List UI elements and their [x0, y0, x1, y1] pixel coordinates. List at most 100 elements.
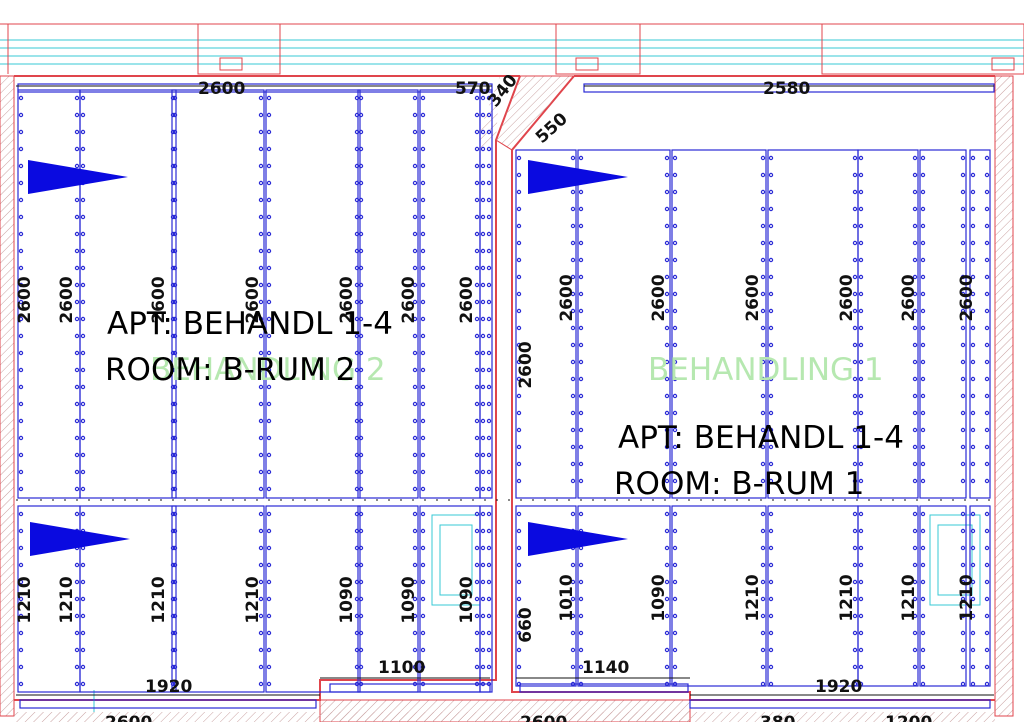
pipe-marker — [578, 444, 584, 450]
pipe-marker — [858, 342, 864, 348]
pipe-marker — [18, 146, 24, 152]
pipe-marker — [480, 545, 486, 551]
pipe-marker — [80, 146, 86, 152]
pipe-marker — [18, 231, 24, 237]
pipe-marker — [420, 350, 426, 356]
pipe-marker — [960, 410, 966, 416]
pipe-marker — [74, 146, 80, 152]
pipe-marker — [960, 206, 966, 212]
pipe-marker — [354, 112, 360, 118]
pipe-marker — [480, 528, 486, 534]
flow-arrow-icon — [30, 522, 130, 556]
pipe-marker — [920, 681, 926, 687]
pipe-marker — [984, 325, 990, 331]
pipe-marker — [80, 231, 86, 237]
pipe-marker — [266, 435, 272, 441]
pipe-marker — [970, 308, 976, 314]
pipe-marker — [858, 376, 864, 382]
pipe-marker — [266, 231, 272, 237]
pipe-marker — [852, 257, 858, 263]
pipe-marker — [486, 596, 492, 602]
pipe-marker — [358, 333, 364, 339]
pipe-loop — [577, 149, 671, 499]
pipe-marker — [420, 197, 426, 203]
pipe-marker — [412, 469, 418, 475]
room-2-apt-label: APT: BEHANDL 1-4 — [107, 306, 393, 342]
pipe-marker — [412, 630, 418, 636]
pipe-marker — [474, 163, 480, 169]
vertical-dim-upper-left: 2600 — [15, 276, 35, 323]
pipe-marker — [74, 469, 80, 475]
pipe-marker — [912, 189, 918, 195]
pipe-marker — [760, 257, 766, 263]
pipe-marker — [412, 664, 418, 670]
pipe-marker — [258, 647, 264, 653]
vertical-dim-lower-left: 1090 — [457, 576, 477, 623]
pipe-marker — [970, 325, 976, 331]
pipe-marker — [578, 427, 584, 433]
pipe-marker — [258, 384, 264, 390]
pipe-marker — [486, 545, 492, 551]
pipe-marker — [74, 562, 80, 568]
pipe-marker — [912, 528, 918, 534]
pipe-marker — [480, 664, 486, 670]
pipe-marker — [358, 384, 364, 390]
pipe-marker — [172, 647, 178, 653]
pipe-marker — [578, 359, 584, 365]
pipe-marker — [960, 291, 966, 297]
pipe-marker — [768, 410, 774, 416]
pipe-marker — [172, 350, 178, 356]
pipe-marker — [768, 579, 774, 585]
pipe-marker — [74, 197, 80, 203]
pipe-marker — [172, 112, 178, 118]
pipe-marker — [74, 452, 80, 458]
pipe-marker — [480, 367, 486, 373]
pipe-marker — [420, 384, 426, 390]
pipe-marker — [578, 291, 584, 297]
pipe-loop — [671, 505, 767, 687]
pipe-marker — [480, 163, 486, 169]
pipe-marker — [664, 613, 670, 619]
pipe-marker — [420, 265, 426, 271]
pipe-marker — [920, 444, 926, 450]
pipe-marker — [760, 325, 766, 331]
pipe-marker — [258, 231, 264, 237]
pipe-marker — [170, 163, 176, 169]
pipe-marker — [672, 664, 678, 670]
pipe-marker — [358, 418, 364, 424]
pipe-marker — [768, 681, 774, 687]
pipe-marker — [358, 664, 364, 670]
flow-arrow-icon — [28, 160, 128, 194]
pipe-marker — [474, 469, 480, 475]
pipe-marker — [852, 342, 858, 348]
pipe-marker — [266, 664, 272, 670]
pipe-loop — [479, 89, 493, 499]
pipe-marker — [960, 274, 966, 280]
pipe-marker — [74, 265, 80, 271]
pipe-marker — [258, 596, 264, 602]
dim-bottom-left: 1920 — [145, 677, 192, 697]
building-outline-top — [0, 23, 1024, 75]
pipe-marker — [412, 384, 418, 390]
pipe-marker — [578, 562, 584, 568]
pipe-marker — [960, 478, 966, 484]
pipe-marker — [258, 469, 264, 475]
pipe-loop — [583, 83, 995, 93]
pipe-marker — [358, 511, 364, 517]
pipe-marker — [258, 248, 264, 254]
pipe-marker — [358, 282, 364, 288]
pipe-marker — [852, 664, 858, 670]
pipe-marker — [984, 579, 990, 585]
pipe-marker — [960, 647, 966, 653]
pipe-marker — [768, 444, 774, 450]
pipe-marker — [920, 613, 926, 619]
pipe-marker — [960, 325, 966, 331]
pipe-marker — [170, 129, 176, 135]
pipe-marker — [578, 342, 584, 348]
pipe-marker — [970, 189, 976, 195]
pipe-marker — [970, 223, 976, 229]
pipe-marker — [258, 146, 264, 152]
pipe-marker — [664, 579, 670, 585]
pipe-marker — [516, 308, 522, 314]
pipe-marker — [960, 223, 966, 229]
